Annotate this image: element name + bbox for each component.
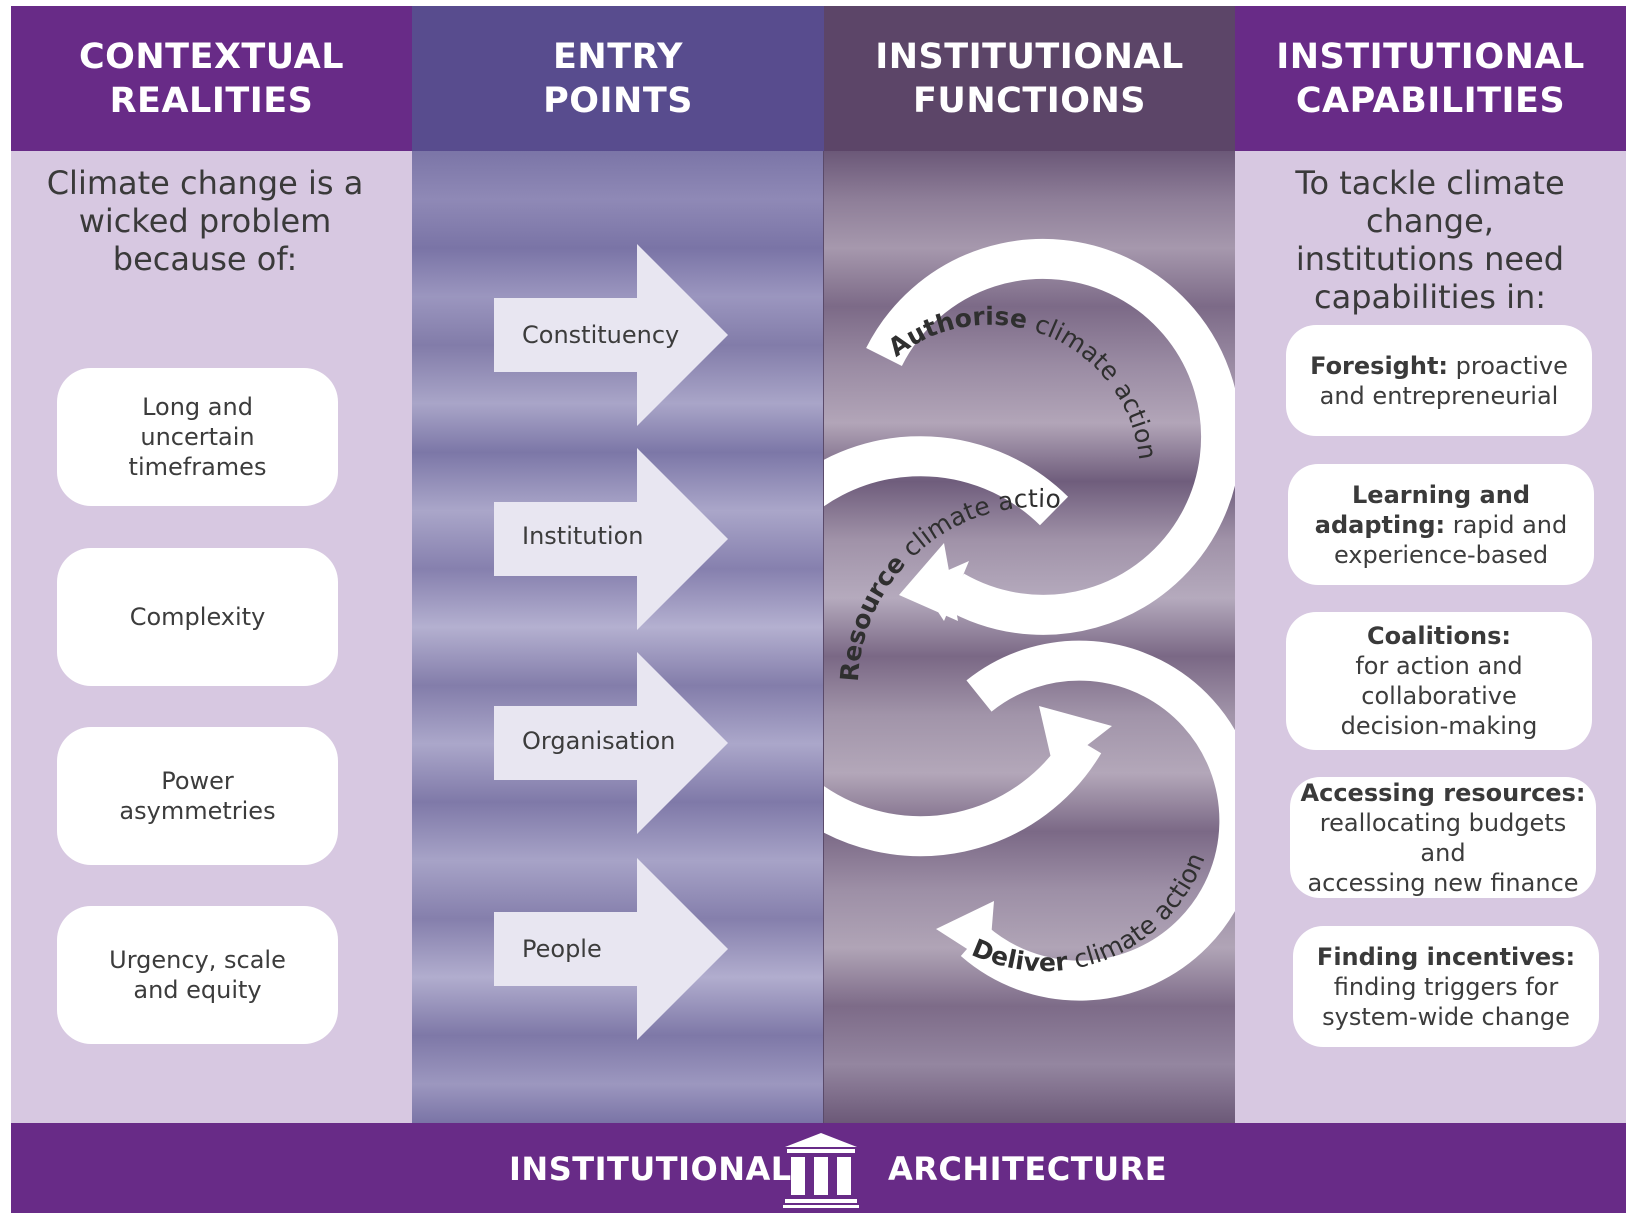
card-line: Learning and [1352, 480, 1530, 510]
card-text: system-wide change [1322, 1002, 1570, 1031]
header-contextual-realities: CONTEXTUAL REALITIES [11, 6, 412, 151]
authorise-band [866, 238, 1235, 635]
card-line: reallocating budgets and [1296, 808, 1590, 868]
header-institutional-capabilities: INSTITUTIONAL CAPABILITIES [1235, 6, 1626, 151]
card-bold: Finding incentives: [1316, 942, 1576, 971]
header-line: CAPABILITIES [1295, 80, 1566, 121]
card-line: finding triggers for [1334, 972, 1558, 1002]
footer-right-word: ARCHITECTURE [888, 1150, 1168, 1188]
card-line: experience-based [1334, 540, 1548, 570]
capability-card-coalitions: Coalitions: for action and collaborative… [1286, 612, 1592, 750]
reality-card-power: Power asymmetries [57, 727, 338, 865]
entry-point-organisation: Organisation [522, 727, 676, 755]
contextual-intro: Climate change is a wicked problem becau… [30, 164, 380, 278]
header-line: ENTRY [553, 36, 683, 77]
intro-line: capabilities in: [1313, 278, 1547, 316]
resource-band [824, 436, 1112, 857]
card-text: finding triggers for [1333, 972, 1559, 1001]
card-line: Finding incentives: [1317, 942, 1575, 972]
card-line: Complexity [129, 603, 266, 631]
header-entry-points: ENTRY POINTS [412, 6, 824, 151]
capability-card-foresight: Foresight: proactive and entrepreneurial [1286, 325, 1592, 436]
card-text: decision-making [1340, 712, 1538, 740]
arrow-shape [494, 244, 728, 426]
card-line: asymmetries [119, 797, 276, 825]
authorise-rest: climate action [1024, 307, 1162, 462]
entry-point-institution: Institution [522, 522, 644, 550]
intro-line: Climate change is a [46, 164, 364, 202]
header-line: POINTS [543, 80, 693, 121]
card-line: collaborative [1361, 681, 1516, 711]
functions-cycle: Authorise climate action Resource climat… [824, 151, 1235, 1001]
intro-line: To tackle climate change, [1295, 164, 1565, 240]
arrow-shape [494, 448, 728, 630]
capabilities-intro: To tackle climate change, institutions n… [1236, 164, 1624, 316]
card-text: collaborative [1361, 682, 1517, 710]
capability-card-incentives: Finding incentives: finding triggers for… [1293, 926, 1599, 1047]
capability-card-resources: Accessing resources: reallocating budget… [1290, 777, 1596, 898]
institutional-architecture-footer: INSTITUTIONAL ARCHITECTURE [11, 1123, 1626, 1213]
card-line: Urgency, scale [109, 946, 286, 974]
capability-card-learning: Learning and adapting: rapid and experie… [1288, 464, 1594, 585]
card-line: adapting: rapid and [1315, 510, 1567, 540]
resource-rest: climate action [824, 151, 1062, 568]
card-line: Coalitions: [1367, 621, 1511, 651]
card-line: timeframes [128, 453, 267, 481]
card-text: experience-based [1333, 540, 1549, 569]
card-line: Accessing resources: [1301, 778, 1586, 808]
card-bold: Learning and [1352, 480, 1530, 509]
intro-line: institutions need [1295, 240, 1565, 278]
card-line: Foresight: proactive [1310, 351, 1568, 381]
card-line: and equity [133, 976, 262, 1004]
card-bold: Accessing resources: [1300, 778, 1586, 807]
card-bold: Foresight: [1310, 351, 1449, 380]
reality-card-timeframes: Long and uncertain timeframes [57, 368, 338, 506]
intro-line: wicked problem [78, 202, 332, 240]
card-text: proactive [1448, 351, 1568, 380]
header-line: INSTITUTIONAL [1276, 36, 1585, 77]
card-text: and entrepreneurial [1319, 381, 1559, 410]
entry-point-constituency: Constituency [522, 321, 680, 349]
header-institutional-functions: INSTITUTIONAL FUNCTIONS [824, 6, 1235, 151]
card-text: accessing new finance [1307, 868, 1579, 897]
intro-line: because of: [112, 240, 298, 278]
footer-left-word: INSTITUTIONAL [509, 1150, 792, 1188]
card-line: uncertain [140, 423, 255, 451]
card-bold: adapting: [1314, 510, 1446, 539]
card-text: reallocating budgets and [1319, 808, 1567, 867]
arrow-shape [494, 652, 728, 834]
arrow-shape [494, 858, 728, 1040]
card-text: rapid and [1445, 510, 1568, 539]
header-line: CONTEXTUAL [78, 36, 345, 77]
deliver-band [936, 640, 1235, 1001]
entry-point-people: People [522, 935, 602, 963]
card-line: Long and [142, 393, 253, 421]
reality-card-urgency: Urgency, scale and equity [57, 906, 338, 1044]
resource-verb: Resource [835, 549, 911, 682]
card-line: accessing new finance [1307, 868, 1578, 898]
card-line: system-wide change [1322, 1002, 1570, 1032]
card-text: for action and [1355, 652, 1523, 680]
reality-card-complexity: Complexity [57, 548, 338, 686]
institution-building-icon [783, 1133, 859, 1208]
card-line: for action and [1355, 651, 1522, 681]
header-line: REALITIES [109, 80, 314, 121]
column-divider [823, 151, 824, 1123]
card-bold: Coalitions: [1367, 622, 1511, 650]
header-line: FUNCTIONS [913, 80, 1146, 121]
card-line: decision-making [1341, 711, 1538, 741]
card-line: and entrepreneurial [1320, 381, 1559, 411]
card-line: Power [161, 767, 234, 795]
header-line: INSTITUTIONAL [875, 36, 1184, 77]
